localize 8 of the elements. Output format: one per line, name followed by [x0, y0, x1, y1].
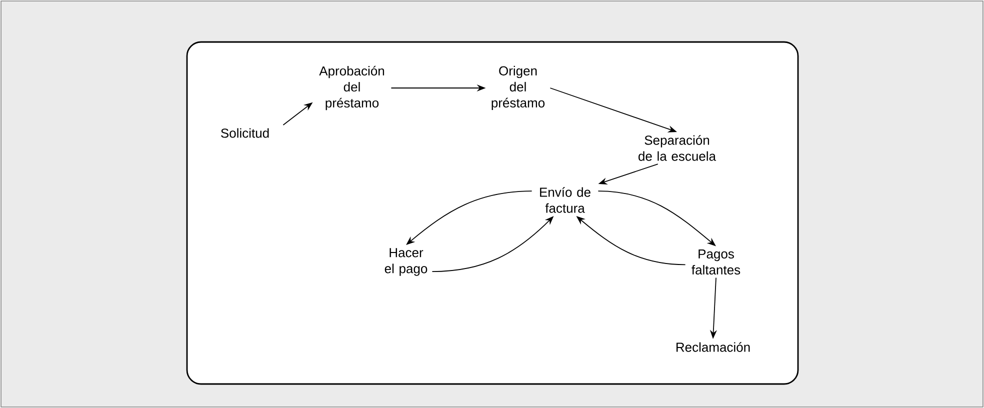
flow-step-text: Pagos faltantes [692, 249, 740, 275]
flow-step-text: Origen del préstamo [492, 66, 545, 110]
flow-step-text: Envío de factura [540, 187, 590, 213]
flow-step-text: Separación de la escuela [638, 135, 716, 161]
flow-step-text: Solicitud [221, 128, 269, 138]
flow-step-text: Hacer el pago [384, 248, 428, 276]
flow-step-text: Reclamación [676, 342, 750, 352]
flow-step-text: Aprobación del préstamo [319, 66, 384, 110]
